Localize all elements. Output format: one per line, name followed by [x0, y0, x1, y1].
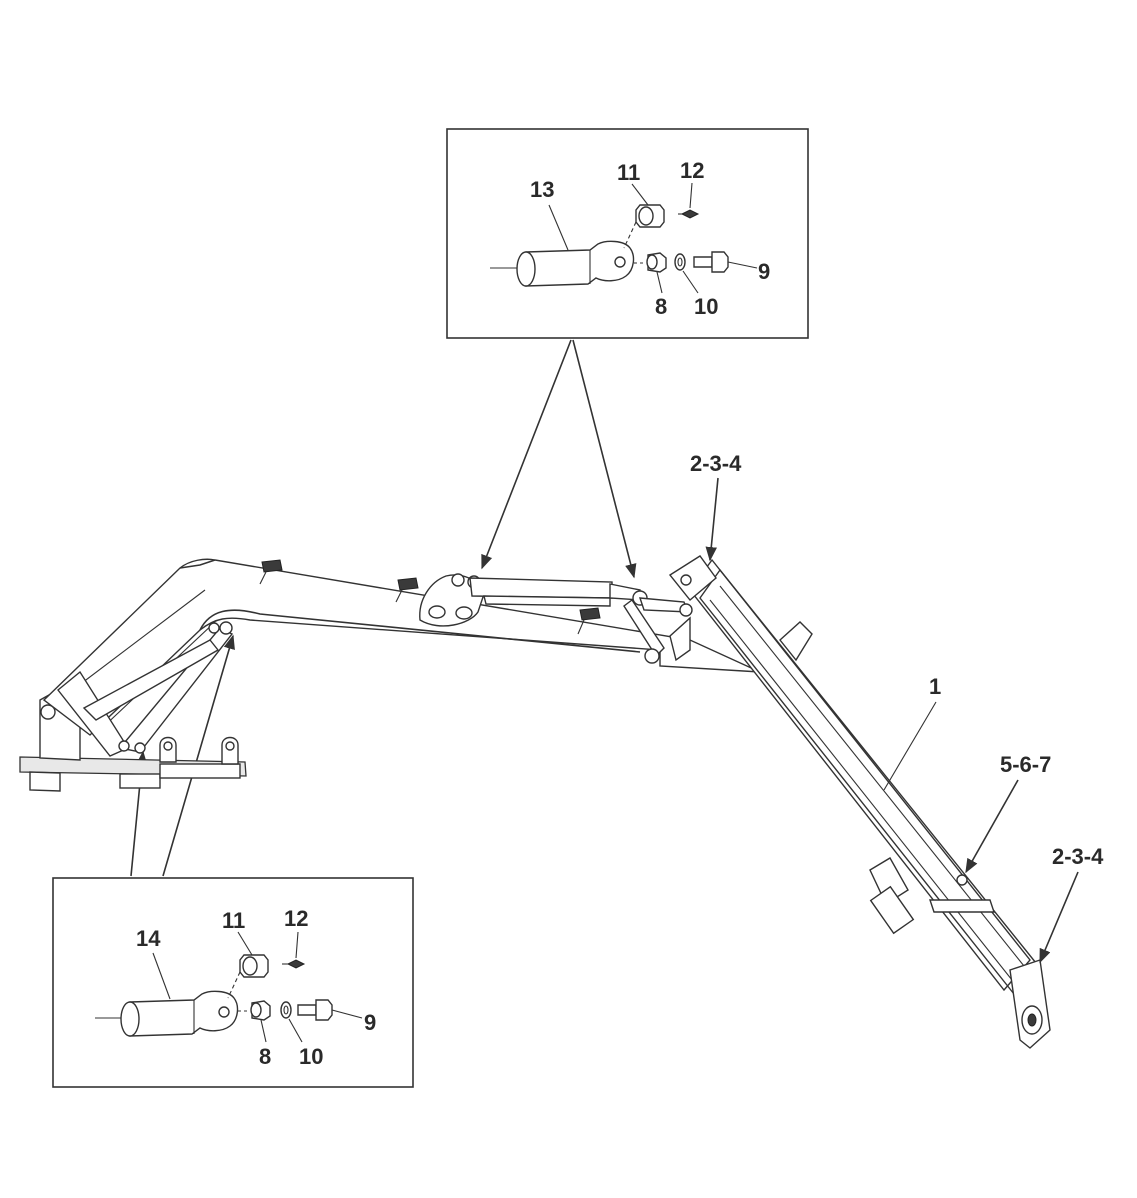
- leader-8: [656, 271, 663, 294]
- boom-telescope: [668, 555, 1051, 1049]
- label-10: 10: [694, 294, 718, 319]
- washer-10: [674, 253, 686, 271]
- label-2-3-4-top: 2-3-4: [690, 451, 742, 476]
- label-2-3-4-bottom: 2-3-4: [1052, 844, 1104, 869]
- leader-11: [631, 183, 649, 206]
- nut-8b: [238, 1000, 271, 1021]
- leader-14: [152, 952, 171, 1000]
- pin-14: [95, 990, 239, 1037]
- label-14: 14: [136, 926, 161, 951]
- grease-fitting-12: [678, 209, 700, 219]
- nut-8: [634, 252, 667, 273]
- bolt-9: [693, 251, 729, 273]
- leader-10b: [288, 1018, 303, 1043]
- top-inset-frame: [446, 128, 809, 339]
- label-13: 13: [530, 177, 554, 202]
- label-8: 8: [655, 294, 667, 319]
- leader-9: [727, 261, 758, 269]
- top-inset: 13 11 12 8 10: [446, 128, 809, 339]
- label-12: 12: [680, 158, 704, 183]
- bushing-11: [623, 204, 665, 249]
- leader-12: [689, 182, 693, 209]
- top-inset-arrow-right: [572, 339, 637, 579]
- arrow-2-3-4-top: [705, 477, 719, 562]
- label-12b: 12: [284, 906, 308, 931]
- label-11b: 11: [222, 908, 245, 933]
- washer-10b: [280, 1001, 292, 1019]
- label-9b: 9: [364, 1010, 376, 1035]
- arrow-2-3-4-bottom: [1039, 871, 1079, 964]
- label-11: 11: [617, 160, 640, 185]
- grease-fitting-12b: [282, 959, 306, 969]
- boom-cylinder: [419, 573, 693, 664]
- bottom-inset: 14 11 12 8 10: [52, 877, 414, 1088]
- leader-10: [682, 270, 699, 294]
- arrow-5-6-7: [965, 779, 1019, 874]
- bushing-11b: [227, 954, 269, 999]
- leader-8b: [260, 1019, 267, 1043]
- pin-13: [490, 240, 635, 287]
- bottom-inset-frame: [52, 877, 414, 1088]
- label-5-6-7: 5-6-7: [1000, 752, 1051, 777]
- top-inset-arrow-left: [481, 339, 572, 570]
- leader-12b: [295, 931, 299, 959]
- leader-13: [548, 204, 569, 251]
- label-8b: 8: [259, 1044, 271, 1069]
- boom-assembly: [19, 555, 1051, 1049]
- leader-1: [883, 701, 937, 791]
- label-1: 1: [929, 674, 941, 699]
- label-10b: 10: [299, 1044, 323, 1069]
- boom-main-arm: [42, 558, 761, 736]
- leader-9b: [331, 1009, 363, 1019]
- label-9: 9: [758, 259, 770, 284]
- bottom-inset-arrow-right: [162, 634, 235, 877]
- leader-11b: [237, 931, 253, 956]
- boom-hose-clips: [259, 559, 601, 635]
- bolt-9b: [297, 999, 333, 1021]
